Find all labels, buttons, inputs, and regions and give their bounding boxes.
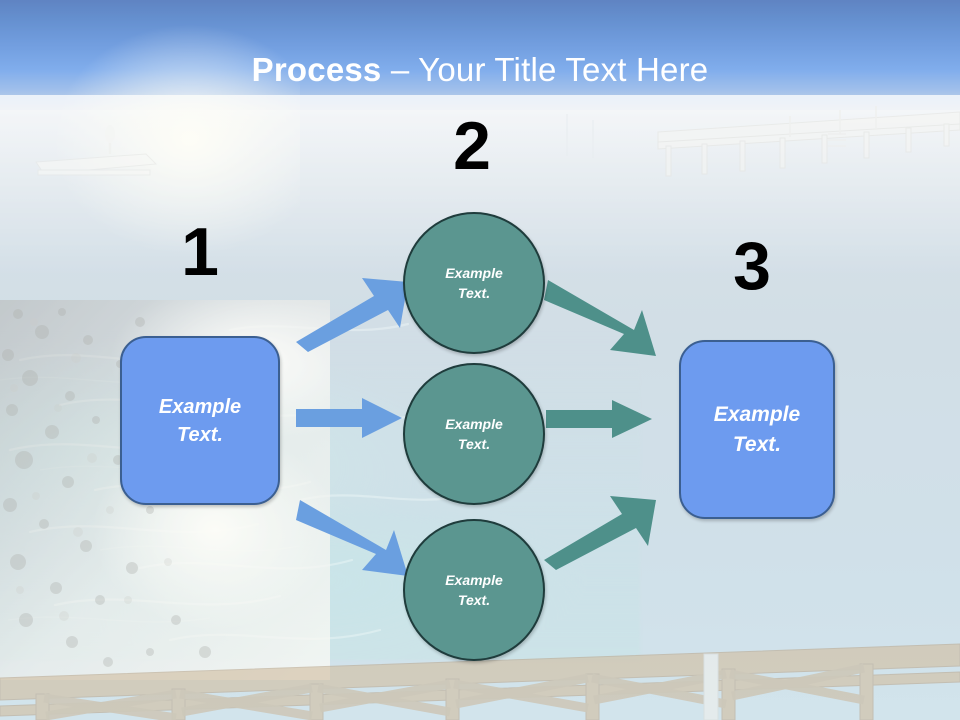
background-pier bbox=[657, 106, 960, 177]
background-rock-texture bbox=[2, 308, 211, 667]
arrow-circle-c-to-end bbox=[544, 496, 656, 570]
process-start-box[interactable]: Example Text. bbox=[120, 336, 280, 505]
arrow-circle-a-to-end bbox=[544, 280, 656, 356]
process-start-box-line2: Text. bbox=[177, 423, 223, 446]
arrow-start-to-circle-b bbox=[296, 398, 402, 438]
process-circle-1-line1: Example bbox=[445, 265, 503, 281]
process-circle-2-line2: Text. bbox=[457, 436, 491, 452]
process-circle-2[interactable]: Example Text. bbox=[403, 363, 545, 505]
background-wooden-railing bbox=[0, 643, 960, 720]
process-circle-2-label: Example Text. bbox=[445, 414, 503, 454]
process-circle-3[interactable]: Example Text. bbox=[403, 519, 545, 661]
slide-title: Process – Your Title Text Here bbox=[0, 50, 960, 90]
process-circle-3-label: Example Text. bbox=[445, 570, 503, 610]
background-water-poles bbox=[566, 114, 594, 158]
step-number-1: 1 bbox=[181, 214, 219, 290]
process-circle-3-line1: Example bbox=[445, 572, 503, 588]
process-start-box-line1: Example bbox=[158, 395, 242, 418]
process-circle-1[interactable]: Example Text. bbox=[403, 212, 545, 354]
process-circle-1-line2: Text. bbox=[457, 285, 491, 301]
background-sand-patch bbox=[0, 0, 300, 300]
slide-title-rest: – Your Title Text Here bbox=[381, 51, 709, 88]
background-raft bbox=[35, 125, 158, 176]
step-number-2: 2 bbox=[453, 108, 491, 184]
process-end-box[interactable]: Example Text. bbox=[679, 340, 835, 519]
arrow-start-to-circle-c bbox=[296, 500, 408, 576]
process-end-box-line2: Text. bbox=[732, 432, 782, 456]
process-circle-1-label: Example Text. bbox=[445, 263, 503, 303]
process-circle-2-line1: Example bbox=[445, 416, 503, 432]
process-start-box-label: Example Text. bbox=[159, 393, 241, 449]
process-end-box-label: Example Text. bbox=[714, 400, 800, 460]
arrow-circle-b-to-end bbox=[546, 400, 652, 438]
slide-title-strong: Process bbox=[251, 51, 382, 88]
process-circle-3-line2: Text. bbox=[457, 592, 491, 608]
process-end-box-line1: Example bbox=[713, 402, 801, 426]
arrow-start-to-circle-a bbox=[296, 278, 408, 352]
step-number-3: 3 bbox=[733, 228, 771, 304]
